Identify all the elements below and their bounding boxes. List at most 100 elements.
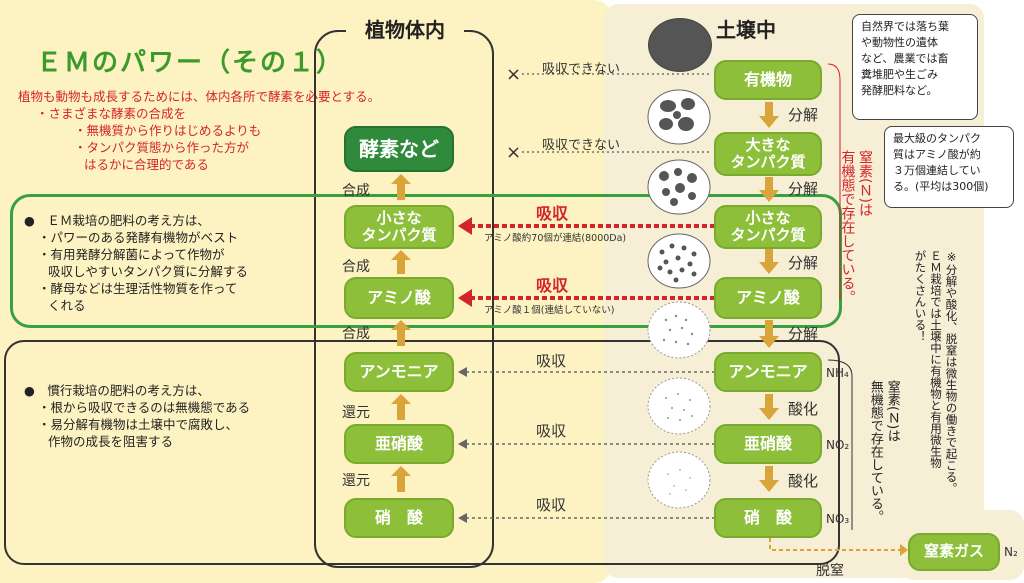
left-arrow-icon [458, 367, 467, 377]
decomp-label: 分解 [788, 254, 819, 272]
nitrite-bubble [647, 377, 711, 435]
em-line: ・有用発酵分解菌によって作物が [38, 247, 225, 262]
decomp-label: 分解 [788, 325, 819, 343]
cannot-absorb-label: 吸収できない [542, 138, 621, 153]
em-line: くれる [48, 298, 86, 313]
up-arrow-icon [391, 320, 411, 346]
up-arrow-icon [391, 466, 411, 492]
page-title: ＥＭのパワー（その１） [36, 48, 345, 78]
denit-arrow [769, 538, 908, 556]
intro-line: 植物も動物も成長するためには、体内各所で酵素を必要とする。 [18, 89, 381, 104]
left-arrow-icon [458, 513, 467, 523]
em-line: ・パワーのある発酵有機物がベスト [38, 230, 239, 245]
soil-organic-box: 有機物 [714, 60, 822, 100]
amino1-label: アミノ酸１個(連結していない) [484, 305, 615, 316]
decomp-label: 分解 [788, 106, 819, 124]
soil-n-gas-box: 窒素ガス [908, 533, 1000, 571]
bracket-lines [828, 63, 853, 530]
left-arrow-icon [458, 439, 467, 449]
up-arrow-icon [391, 174, 411, 200]
no2-label: NO₂ [826, 438, 850, 452]
absorption-arrows [458, 73, 714, 523]
left-panel [0, 0, 612, 583]
soil-nitrate-box: 硝 酸 [714, 498, 822, 538]
organic-n-note: 窒素(Ｎ)は 有機態で存在している。 [839, 150, 874, 304]
absorb-red-label: 吸収 [536, 204, 569, 223]
intro-text: 植物も動物も成長するためには、体内各所で酵素を必要とする。 ・さまざまな酵素の合… [18, 88, 380, 173]
em-line: 吸収しやすいタンパク質に分解する [48, 264, 248, 279]
left-arrow-icon [458, 289, 472, 307]
intro-line: ・タンパク質態から作った方が [74, 140, 250, 155]
soil-small-protein-box: 小さな タンパク質 [714, 205, 822, 249]
x-mark: × [506, 64, 522, 85]
absorb-red-label: 吸収 [536, 276, 569, 295]
absorb-label: 吸収 [536, 496, 567, 514]
plant-header: 植物体内 [346, 14, 464, 43]
absorb-label: 吸収 [536, 422, 567, 440]
em-box-text: ● ＥＭ栽培の肥料の考え方は、 ・パワーのある発酵有機物がベスト ・有用発酵分解… [24, 212, 248, 314]
cannot-absorb-label: 吸収できない [542, 62, 621, 77]
soil-nitrite-box: 亜硝酸 [714, 424, 822, 464]
x-mark: × [506, 142, 522, 163]
down-arrow-icon [759, 249, 779, 274]
inorganic-n-note: 窒素(Ｎ)は 無機態で存在している。 [867, 380, 900, 523]
intro-line: はるかに合理的である [84, 157, 209, 172]
down-arrow-icon [759, 320, 779, 348]
plant-reduce-label: 還元 [342, 473, 370, 489]
decomp-label: 分解 [788, 180, 819, 198]
absorb-label: 吸収 [536, 352, 567, 370]
up-arrow-icon [391, 394, 411, 420]
plant-nitrite-box: 亜硝酸 [344, 424, 454, 464]
conv-box-text: ● 慣行栽培の肥料の考え方は、 ・根から吸収できるのは無機態である ・易分解有機… [24, 382, 250, 450]
nature-note-text: 自然界では落ち葉 や動物性の遺体 など、農業では畜 糞堆肥や生ごみ 発酵肥料など… [861, 20, 949, 97]
up-arrow-icon [391, 250, 411, 274]
plant-synth-label: 合成 [342, 326, 370, 342]
side-note: ※分解や酸化、脱窒は微生物の働きで起こる。 ＥＭ栽培では土壌中に有機物と有用微生… [913, 250, 959, 494]
em-heading: ● ＥＭ栽培の肥料の考え方は、 [24, 213, 210, 228]
no3-label: NO₃ [826, 512, 850, 526]
plant-small-protein-box: 小さな タンパク質 [344, 205, 454, 249]
amino-acid-bubble [647, 233, 711, 289]
soil-ammonia-box: アンモニア [714, 352, 822, 392]
n2-label: N₂ [1004, 545, 1018, 559]
plant-synth-label: 合成 [342, 259, 370, 275]
soil-down-arrows [759, 102, 779, 492]
intro-line: ・無機質から作りはじめるよりも [74, 123, 262, 138]
plant-synth-label: 合成 [342, 183, 370, 199]
down-arrow-icon [759, 177, 779, 202]
plant-small-protein-label: 小さな タンパク質 [361, 208, 437, 244]
conv-line: ・易分解有機物は土壌中で腐敗し、 [38, 417, 239, 432]
down-arrow-icon [759, 466, 779, 492]
conv-line: 作物の成長を阻害する [48, 434, 174, 449]
nature-note: 自然界では落ち葉 や動物性の遺体 など、農業では畜 糞堆肥や生ごみ 発酵肥料など… [852, 14, 978, 120]
plant-amino-box: アミノ酸 [344, 277, 454, 319]
oxid-label: 酸化 [788, 400, 819, 418]
ammonia-bubble [647, 301, 711, 359]
plant-reduce-label: 還元 [342, 405, 370, 421]
left-arrow-icon [458, 217, 472, 235]
soil-small-protein-label: 小さな タンパク質 [730, 208, 806, 244]
conv-box-frame [4, 340, 840, 565]
down-arrow-icon [759, 394, 779, 420]
plant-up-arrows [391, 174, 411, 492]
soil-amino-box: アミノ酸 [714, 277, 822, 319]
down-arrow-icon [759, 102, 779, 128]
largest-protein-note: 最大級のタンパク 質はアミノ酸が約 ３万個連結してい る。(平均は300個) [884, 126, 1014, 208]
intro-line: ・さまざまな酵素の合成を [36, 106, 187, 121]
organic-matter-bubble [648, 18, 712, 72]
nh4-label: NH₄ [826, 366, 849, 380]
soil-large-protein-box: 大きな タンパク質 [714, 132, 822, 176]
plant-enzyme-box: 酵素など [344, 126, 454, 172]
soil-header: 土壌中 [716, 18, 776, 42]
denit-label: 脱窒 [816, 563, 844, 579]
right-arrow-icon [900, 544, 908, 556]
large-protein-bubble [647, 89, 711, 145]
conv-heading: ● 慣行栽培の肥料の考え方は、 [24, 383, 210, 398]
em-line: ・酵母などは生理活性物質を作って [38, 281, 238, 296]
soil-large-protein-label: 大きな タンパク質 [730, 135, 806, 171]
amino70-label: アミノ酸約70個が連結(8000Da) [484, 233, 627, 244]
largest-note-text: 最大級のタンパク 質はアミノ酸が約 ３万個連結してい る。(平均は300個) [893, 132, 989, 193]
plant-nitrate-box: 硝 酸 [344, 498, 454, 538]
oxid-label: 酸化 [788, 472, 819, 490]
nitrate-bubble [647, 451, 711, 509]
